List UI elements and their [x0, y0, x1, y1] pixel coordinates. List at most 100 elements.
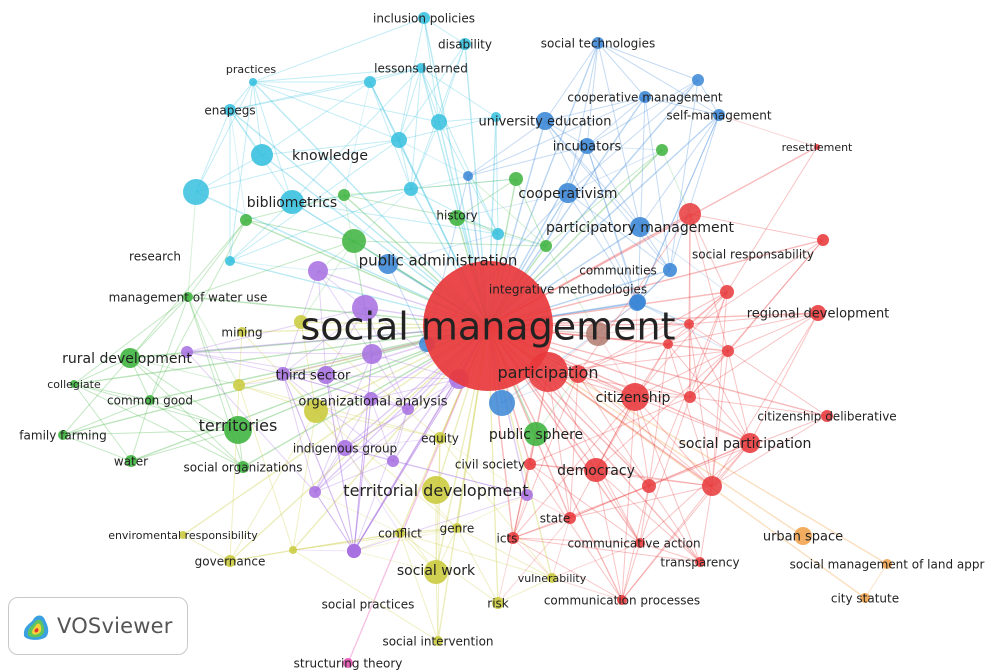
- node-social-management: [423, 261, 553, 391]
- network-node: [509, 172, 523, 186]
- network-link: [292, 410, 317, 551]
- network-link: [497, 233, 547, 247]
- network-link: [252, 17, 425, 83]
- network-link: [456, 527, 553, 579]
- network-link: [467, 120, 546, 177]
- network-node: [720, 285, 734, 299]
- network-link: [344, 408, 409, 449]
- network-node: [309, 486, 321, 498]
- network-link: [544, 42, 599, 122]
- network-node: [294, 315, 308, 329]
- node-label: city statute: [831, 591, 899, 605]
- network-link: [344, 447, 528, 496]
- network-link: [634, 291, 728, 398]
- network-link: [282, 373, 355, 552]
- network-link: [512, 373, 579, 539]
- network-node: [387, 455, 399, 467]
- network-link: [353, 378, 460, 552]
- network-link: [497, 577, 553, 604]
- network-link: [636, 114, 720, 304]
- node-social-practices: [347, 544, 361, 558]
- network-link: [282, 307, 366, 375]
- network-node: [702, 476, 722, 496]
- network-link: [577, 373, 713, 487]
- network-link: [512, 537, 701, 563]
- network-link: [73, 383, 244, 468]
- network-link: [547, 371, 571, 519]
- node-label: risk: [487, 596, 509, 610]
- node-social-participation: [740, 433, 760, 453]
- network-link: [634, 396, 701, 563]
- network-link: [595, 350, 729, 471]
- network-node: [684, 319, 694, 329]
- network-node: [308, 261, 328, 281]
- network-node: [276, 367, 290, 381]
- network-link: [229, 410, 317, 562]
- network-link: [597, 42, 641, 228]
- network-link: [547, 371, 641, 544]
- node-cooperativism: [558, 183, 578, 203]
- network-link: [129, 219, 247, 359]
- node-label: integrative methodologies: [489, 282, 647, 296]
- node-label: equity: [421, 431, 459, 445]
- network-link: [621, 442, 751, 601]
- network-link: [512, 517, 571, 539]
- network-link: [410, 175, 469, 190]
- network-link: [544, 120, 639, 303]
- node-label: cooperative management: [567, 90, 723, 104]
- network-link: [229, 81, 254, 111]
- network-link: [569, 442, 751, 519]
- network-link: [577, 291, 728, 375]
- node-label: water: [114, 454, 148, 468]
- network-link: [292, 549, 439, 642]
- network-link: [667, 312, 819, 345]
- node-label: knowledge: [292, 148, 368, 164]
- network-node: [540, 240, 552, 252]
- network-link: [252, 67, 422, 83]
- node-regional-development: [810, 305, 826, 321]
- node-communication-processes: [617, 595, 627, 605]
- network-link: [314, 491, 355, 552]
- network-link: [282, 373, 460, 380]
- network-link: [195, 81, 254, 193]
- network-link: [634, 396, 650, 487]
- network-link: [392, 408, 409, 462]
- node-label: management of water use: [109, 290, 268, 304]
- network-link: [187, 296, 239, 431]
- network-link: [317, 270, 327, 376]
- network-link: [73, 296, 189, 385]
- network-link: [314, 447, 346, 493]
- network-node: [352, 295, 378, 321]
- network-link: [595, 469, 713, 487]
- network-link: [73, 325, 489, 385]
- network-node: [492, 228, 504, 240]
- network-link: [634, 302, 638, 398]
- network-link: [637, 301, 690, 325]
- network-link: [648, 415, 828, 487]
- network-link: [569, 373, 579, 519]
- node-collegiate: [70, 380, 78, 388]
- node-inclusion-policies: [418, 12, 430, 24]
- network-link: [353, 188, 412, 242]
- node-label: icts: [497, 531, 518, 545]
- node-label: incubators: [553, 140, 622, 155]
- network-link: [62, 399, 151, 436]
- network-link: [597, 323, 690, 335]
- node-civil-society: [524, 458, 536, 470]
- node-icts: [507, 532, 519, 544]
- node-label: practices: [226, 63, 276, 76]
- network-link: [343, 81, 371, 196]
- node-label: social work: [397, 563, 476, 579]
- network-node: [402, 403, 414, 415]
- network-link: [343, 178, 517, 196]
- network-link: [667, 343, 751, 444]
- network-link: [512, 537, 623, 601]
- node-territories: [224, 416, 252, 444]
- node-disability: [459, 38, 471, 50]
- network-link: [435, 437, 441, 573]
- network-link: [512, 396, 636, 539]
- node-label: organizational analysis: [298, 395, 447, 410]
- network-link: [535, 373, 579, 435]
- network-node: [362, 344, 382, 364]
- network-link: [399, 527, 458, 534]
